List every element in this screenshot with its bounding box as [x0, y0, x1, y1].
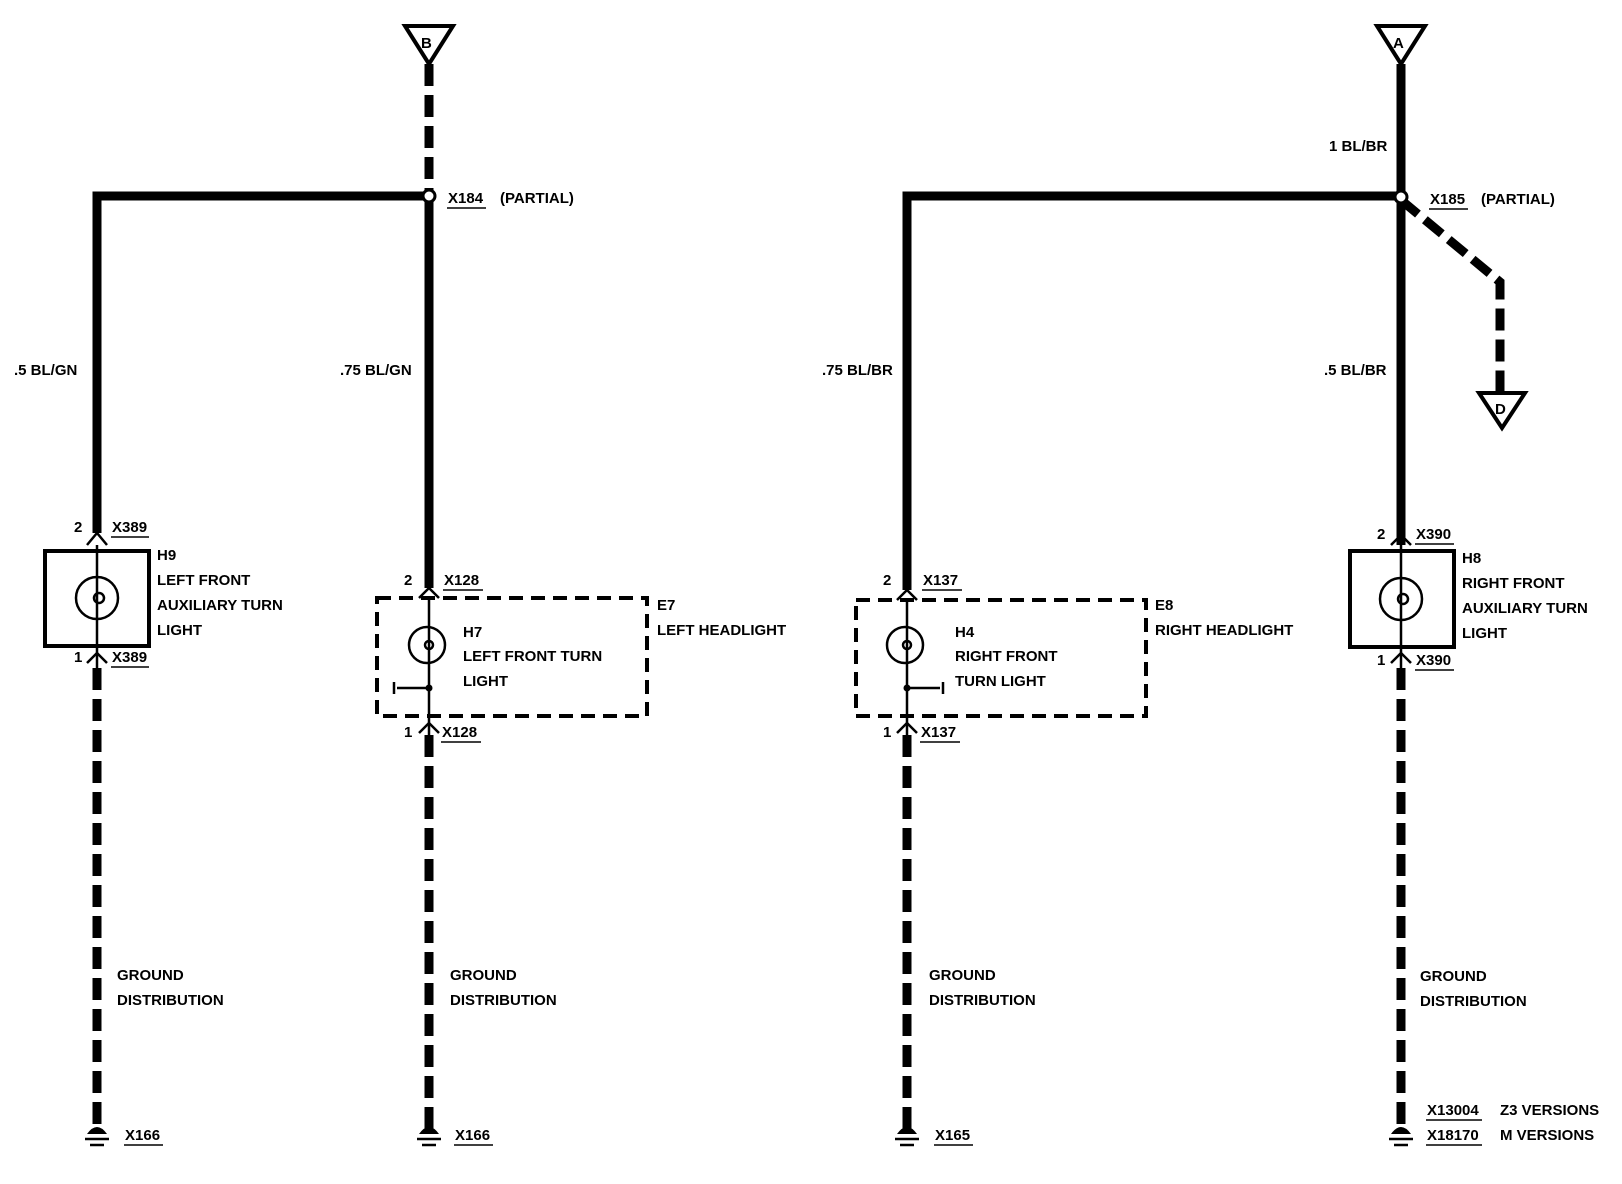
h8-line1: RIGHT FRONT: [1462, 575, 1565, 592]
e8-pin-bottom: 1: [883, 724, 891, 741]
splice-x185-dot: [1393, 189, 1409, 205]
h9-conn-bottom: X389: [112, 649, 147, 666]
h9-pin-top: 2: [74, 519, 82, 536]
e8-id: E8: [1155, 597, 1173, 614]
wire-label-5: .5 BL/BR: [1324, 362, 1387, 379]
splice-x184-note: (PARTIAL): [500, 190, 574, 207]
splice-x185-label: X185: [1430, 191, 1465, 208]
ground-label-2b: DISTRIBUTION: [450, 992, 557, 1009]
ground-label-3b: DISTRIBUTION: [929, 992, 1036, 1009]
ground-point-4a: X13004: [1427, 1102, 1479, 1119]
connector-d: D: [1475, 391, 1529, 432]
e7-conn-top: X128: [444, 572, 479, 589]
ground-symbol-1: [85, 1127, 109, 1147]
ground-symbol-3: [895, 1127, 919, 1147]
ground-label-4a: GROUND: [1420, 968, 1487, 985]
e7-component: [375, 586, 649, 735]
wire-label-2: .75 BL/GN: [340, 362, 412, 379]
connector-b-label: B: [421, 35, 432, 52]
splice-x184-label: X184: [448, 190, 484, 207]
h8-pin-top: 2: [1377, 526, 1385, 543]
h8-pin-bottom: 1: [1377, 652, 1385, 669]
connector-b: B: [401, 24, 457, 68]
e7-pin-top: 2: [404, 572, 412, 589]
h7-line1: LEFT FRONT TURN: [463, 648, 602, 665]
h9-line3: LIGHT: [157, 622, 202, 639]
ground-point-2: X166: [455, 1127, 490, 1144]
h8-line3: LIGHT: [1462, 625, 1507, 642]
h9-line2: AUXILIARY TURN: [157, 597, 283, 614]
h8-conn-bottom: X390: [1416, 652, 1451, 669]
connector-a: A: [1373, 24, 1429, 68]
ground-point-1: X166: [125, 1127, 160, 1144]
h4-line2: TURN LIGHT: [955, 673, 1046, 690]
h9-conn-top: X389: [112, 519, 147, 536]
h4-id: H4: [955, 624, 975, 641]
h8-id: H8: [1462, 550, 1481, 567]
e7-conn-bottom: X128: [442, 724, 477, 741]
h9-pin-bottom: 1: [74, 649, 82, 666]
ground-label-1b: DISTRIBUTION: [117, 992, 224, 1009]
ground-label-4b: DISTRIBUTION: [1420, 993, 1527, 1010]
ground-point-3: X165: [935, 1127, 970, 1144]
e8-pin-top: 2: [883, 572, 891, 589]
ground-point-4b-note: M VERSIONS: [1500, 1127, 1594, 1144]
h9-component: [43, 531, 151, 668]
e7-id: E7: [657, 597, 675, 614]
ground-point-4a-note: Z3 VERSIONS: [1500, 1102, 1599, 1119]
h4-line1: RIGHT FRONT: [955, 648, 1058, 665]
wire-label-3: .75 BL/BR: [822, 362, 893, 379]
splice-x184-dot: [421, 188, 437, 204]
h8-component: [1348, 533, 1456, 668]
e8-conn-top: X137: [923, 572, 958, 589]
ground-symbol-4: [1389, 1127, 1413, 1147]
splice-x185-note: (PARTIAL): [1481, 191, 1555, 208]
e8-component: [854, 588, 1148, 735]
ground-label-3a: GROUND: [929, 967, 996, 984]
wire-x184-to-h9: [92, 191, 429, 533]
h9-line1: LEFT FRONT: [157, 572, 250, 589]
e8-conn-bottom: X137: [921, 724, 956, 741]
ground-label-1a: GROUND: [117, 967, 184, 984]
ground-symbol-2: [417, 1127, 441, 1147]
ground-point-4b: X18170: [1427, 1127, 1479, 1144]
wire-label-4: 1 BL/BR: [1329, 138, 1388, 155]
wire-x185-to-e8: [902, 191, 1401, 590]
h7-line2: LIGHT: [463, 673, 508, 690]
connector-a-label: A: [1393, 35, 1404, 52]
e7-label: LEFT HEADLIGHT: [657, 622, 786, 639]
e8-label: RIGHT HEADLIGHT: [1155, 622, 1293, 639]
h7-id: H7: [463, 624, 482, 641]
wire-x185-to-d: [1398, 196, 1505, 395]
ground-label-2a: GROUND: [450, 967, 517, 984]
h9-id: H9: [157, 547, 176, 564]
wire-label-1: .5 BL/GN: [14, 362, 77, 379]
connector-d-label: D: [1495, 401, 1506, 418]
h8-conn-top: X390: [1416, 526, 1451, 543]
e7-pin-bottom: 1: [404, 724, 412, 741]
h8-line2: AUXILIARY TURN: [1462, 600, 1588, 617]
